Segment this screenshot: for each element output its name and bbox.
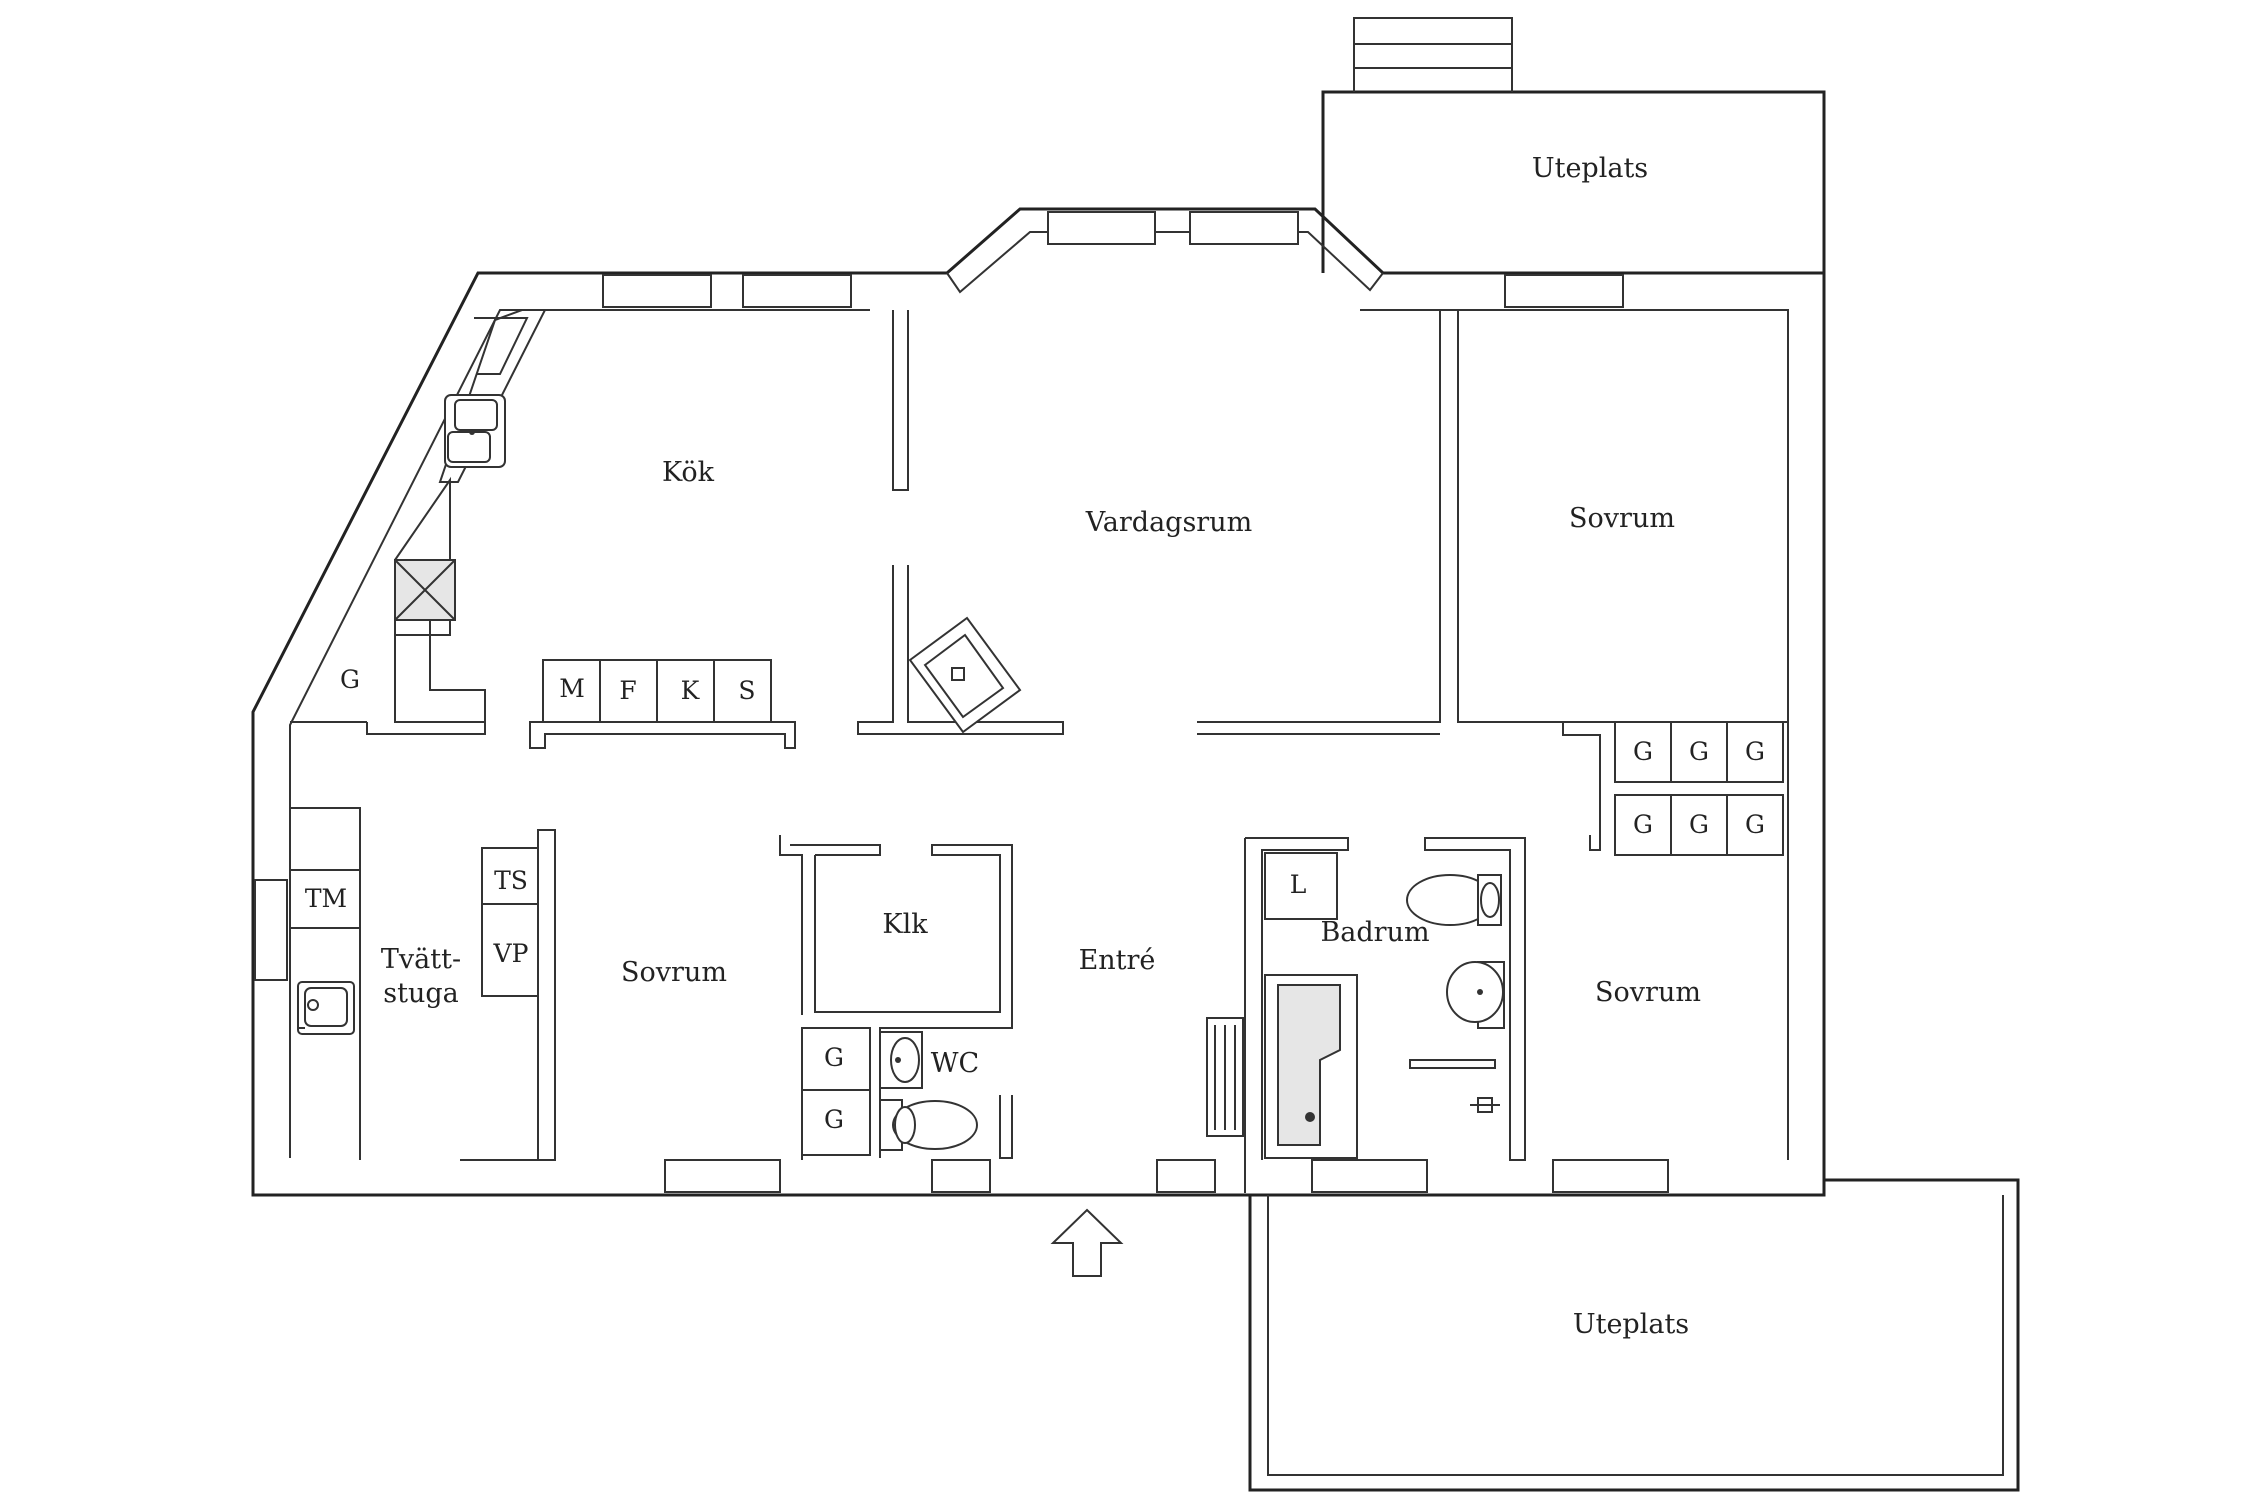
label-wardrobe-bottom-2: G [1689, 810, 1709, 839]
label-wc-g1: G [824, 1043, 844, 1072]
label-wardrobe-top-1: G [1633, 737, 1653, 766]
label-m: M [559, 674, 585, 703]
bathroom-fixtures [1206, 852, 1505, 1159]
room-label-tvattstuga-2: stuga [383, 978, 458, 1009]
label-wardrobe-bottom-3: G [1745, 810, 1765, 839]
label-k: K [681, 676, 701, 705]
wc-fixtures [801, 1027, 978, 1156]
bath-washbasin-icon [1446, 961, 1505, 1029]
room-label-kok: Kök [662, 457, 715, 488]
room-label-klk: Klk [882, 909, 928, 940]
label-wardrobe-top-3: G [1745, 737, 1765, 766]
label-kitchen-g: G [340, 665, 360, 694]
label-s: S [738, 676, 755, 705]
room-label-uteplats-s: Uteplats [1573, 1309, 1689, 1340]
wc-toilet-icon [879, 1099, 978, 1151]
label-ts: TS [494, 866, 528, 895]
label-f: F [619, 676, 636, 705]
label-wardrobe-bottom-1: G [1633, 810, 1653, 839]
laundry-sink-icon [297, 981, 355, 1035]
label-vp: VP [493, 939, 529, 968]
entrance-arrow-icon [1050, 1208, 1124, 1277]
room-label-wc: WC [931, 1048, 979, 1079]
exterior-walls [251, 17, 2020, 1492]
room-label-sovrum-ne: Sovrum [1569, 503, 1675, 534]
windows [254, 211, 1669, 1193]
room-label-vardagsrum: Vardagsrum [1085, 507, 1252, 538]
label-wardrobe-top-2: G [1689, 737, 1709, 766]
bath-toilet-icon [1406, 874, 1502, 926]
fireplace-icon [908, 616, 1022, 734]
kitchen-appliances [529, 659, 796, 749]
room-label-sovrum-se: Sovrum [1595, 977, 1701, 1008]
room-label-badrum: Badrum [1320, 917, 1429, 948]
kitchen-counter [394, 309, 547, 723]
kitchen-sink-icon [444, 394, 506, 468]
bathtub-icon [1264, 974, 1358, 1159]
room-label-tvattstuga-1: Tvätt- [381, 944, 461, 975]
laundry-fixtures [289, 807, 539, 1160]
room-labels: Kök Vardagsrum Sovrum Uteplats Tvätt- st… [381, 153, 1701, 1340]
label-tm: TM [305, 884, 347, 913]
interior-walls [290, 309, 1788, 1193]
fixture-labels: G M F K S TM TS VP G G L G G G G G G [305, 665, 1765, 1134]
label-wc-g2: G [824, 1105, 844, 1134]
room-label-sovrum-w: Sovrum [621, 957, 727, 988]
radiator-icon [1206, 1017, 1244, 1137]
room-label-entre: Entré [1079, 945, 1156, 976]
wc-washbasin-icon [879, 1031, 923, 1089]
label-l: L [1290, 870, 1307, 899]
room-label-uteplats-n: Uteplats [1532, 153, 1648, 184]
floor-drain-icon [1470, 1097, 1500, 1113]
wardrobes [1614, 721, 1784, 856]
